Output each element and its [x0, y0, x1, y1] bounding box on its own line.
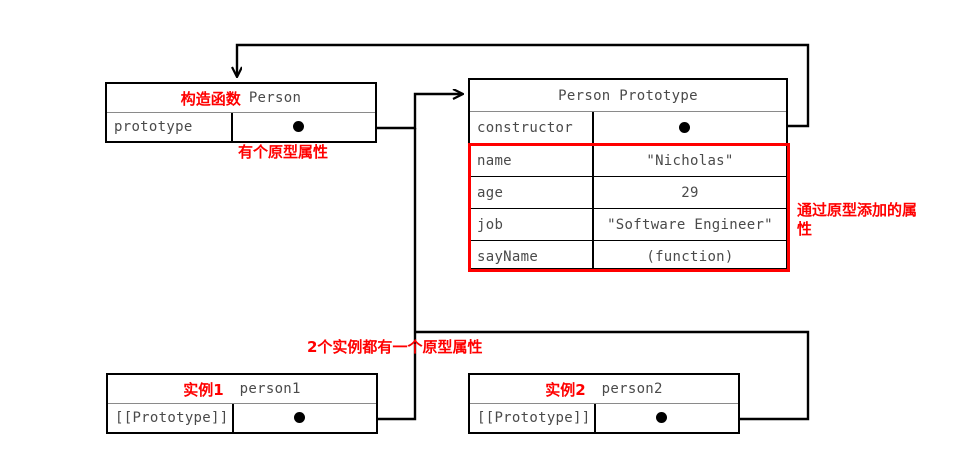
instance1-name-label: person1	[239, 381, 301, 397]
pointer-dot-icon	[293, 121, 304, 132]
prototype-row-key-name: name	[470, 145, 594, 176]
prototype-table: Person Prototype constructor name "Nicho…	[468, 78, 788, 272]
constructor-tag-label: 构造函数	[180, 89, 241, 108]
table-row: [[Prototype]]	[108, 404, 376, 432]
prototype-table-header: Person Prototype	[470, 80, 786, 112]
prototype-row-key-job: job	[470, 209, 594, 240]
prototype-row-value-name: "Nicholas"	[646, 152, 734, 169]
annotation-added-via-prototype: 通过原型添加的属性	[797, 201, 918, 238]
constructor-row-value	[233, 113, 375, 141]
instance2-tag-label: 实例2	[545, 380, 586, 399]
prototype-row-value-sayname: (function)	[646, 248, 734, 265]
instance1-table: 实例1 person1 [[Prototype]]	[106, 373, 378, 434]
pointer-dot-icon	[679, 122, 690, 133]
table-row: prototype	[107, 113, 375, 141]
instance2-name-label: person2	[601, 381, 663, 397]
prototype-row-key-age: age	[470, 177, 594, 208]
table-row: name "Nicholas"	[470, 144, 786, 176]
table-row: sayName (function)	[470, 240, 786, 272]
constructor-table: 构造函数 Person prototype	[105, 82, 377, 143]
instance2-title-cell: 实例2 person2	[470, 379, 738, 400]
instance1-title-cell: 实例1 person1	[108, 379, 376, 400]
prototype-row-value-constructor	[594, 112, 786, 144]
instance2-table-header: 实例2 person2	[470, 375, 738, 404]
instance1-tag-label: 实例1	[183, 380, 224, 399]
instance1-row-key: [[Prototype]]	[108, 404, 234, 432]
prototype-title-label: Person Prototype	[558, 87, 698, 104]
prototype-row-key-constructor: constructor	[470, 112, 594, 144]
table-row: [[Prototype]]	[470, 404, 738, 432]
annotation-prototype-property: 有个原型属性	[238, 143, 329, 161]
pointer-dot-icon	[656, 412, 667, 423]
constructor-row-key: prototype	[107, 113, 233, 141]
constructor-table-header: 构造函数 Person	[107, 84, 375, 113]
constructor-name-label: Person	[248, 90, 302, 106]
table-row: age 29	[470, 176, 786, 208]
instance2-row-key: [[Prototype]]	[470, 404, 596, 432]
instance2-table: 实例2 person2 [[Prototype]]	[468, 373, 740, 434]
table-row: job "Software Engineer"	[470, 208, 786, 240]
prototype-row-value-age: 29	[681, 184, 699, 201]
instance2-row-value	[596, 404, 738, 432]
pointer-dot-icon	[294, 412, 305, 423]
table-row: constructor	[470, 112, 786, 144]
prototype-row-key-sayname: sayName	[470, 241, 594, 272]
annotation-both-instances: 2个实例都有一个原型属性	[307, 338, 483, 356]
constructor-title-cell: 构造函数 Person	[107, 88, 375, 109]
instance1-row-value	[234, 404, 376, 432]
prototype-row-value-job: "Software Engineer"	[607, 216, 773, 233]
instance1-table-header: 实例1 person1	[108, 375, 376, 404]
